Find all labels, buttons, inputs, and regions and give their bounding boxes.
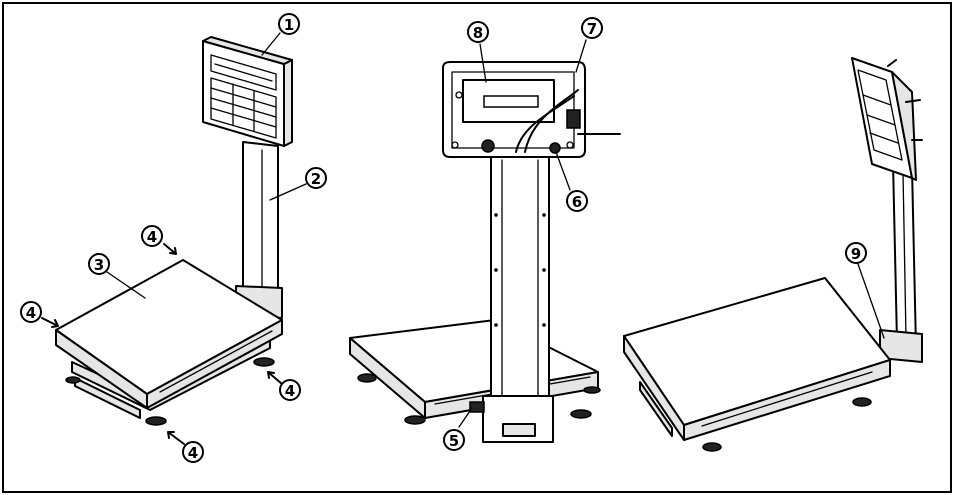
foot-rear-left xyxy=(65,376,81,384)
leader-1 xyxy=(261,32,281,56)
display-window xyxy=(210,54,277,91)
callout-8: 8 xyxy=(467,21,489,43)
callout-6: 6 xyxy=(566,190,588,212)
arrow-4c xyxy=(267,371,283,385)
callout-4a: 4 xyxy=(141,225,163,247)
leader-8 xyxy=(479,43,487,83)
callout-4b-label: 4 xyxy=(26,304,36,322)
leader-5 xyxy=(458,407,473,428)
callout-5: 5 xyxy=(443,429,465,451)
arrow-4d xyxy=(167,431,185,445)
callout-4c-label: 4 xyxy=(285,382,295,400)
leader-9 xyxy=(857,263,885,339)
callout-3-label: 3 xyxy=(94,256,104,274)
leader-6 xyxy=(555,151,571,191)
callout-6-label: 6 xyxy=(572,193,582,211)
callout-3: 3 xyxy=(88,253,110,275)
callout-4d-label: 4 xyxy=(188,444,198,462)
scale-rear-view xyxy=(349,61,621,443)
callout-4d: 4 xyxy=(182,441,204,463)
callout-5-label: 5 xyxy=(449,432,459,450)
leader-2 xyxy=(269,183,307,201)
callout-4b: 4 xyxy=(20,301,42,323)
scale-side-view xyxy=(623,57,923,452)
callout-1-label: 1 xyxy=(284,16,294,34)
callout-4a-label: 4 xyxy=(147,228,157,246)
foot-front-left xyxy=(145,416,167,426)
callout-7-label: 7 xyxy=(587,20,597,38)
callout-8-label: 8 xyxy=(473,24,483,42)
callout-9: 9 xyxy=(845,242,867,264)
leader-3 xyxy=(106,271,146,299)
display-pole xyxy=(242,141,279,301)
callout-9-label: 9 xyxy=(851,245,861,263)
arrow-4a xyxy=(163,243,177,255)
leader-7 xyxy=(575,39,587,73)
side-port xyxy=(566,109,581,129)
callout-2-label: 2 xyxy=(311,170,321,188)
callout-2: 2 xyxy=(305,167,327,189)
callout-7: 7 xyxy=(581,17,603,39)
arrow-4b xyxy=(41,317,59,328)
callout-1: 1 xyxy=(278,13,300,35)
rear-column xyxy=(490,151,550,401)
scale-front-view xyxy=(55,36,293,426)
connector-bracket xyxy=(469,401,485,413)
leaders xyxy=(41,32,885,445)
foot-front-right xyxy=(253,357,275,367)
callout-4c: 4 xyxy=(279,379,301,401)
